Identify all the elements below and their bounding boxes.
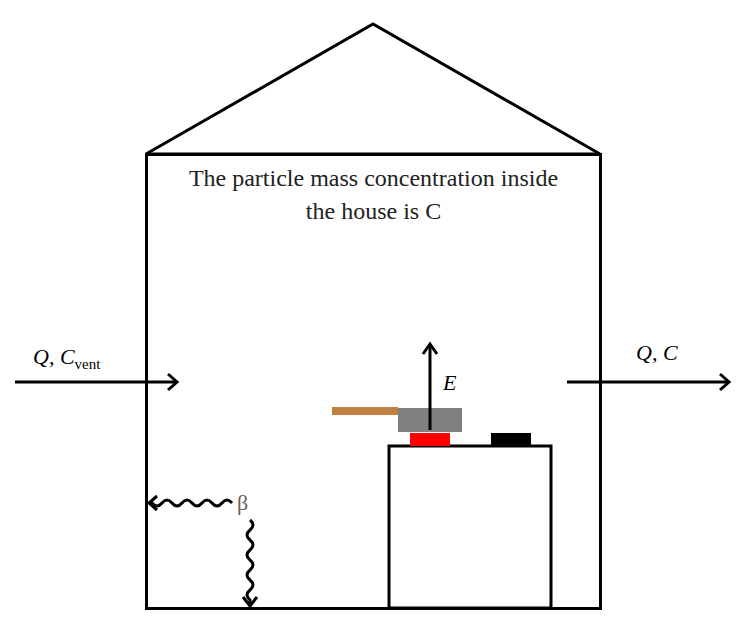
deposition-label: β	[237, 490, 248, 516]
symbol-text: Q, C	[33, 344, 75, 369]
outflow-arrow	[567, 381, 728, 384]
inflow-label: Q, Cvent	[33, 344, 100, 370]
symbol-text: Q, C	[636, 340, 678, 365]
emission-arrow	[429, 346, 432, 430]
symbol-text: β	[237, 490, 248, 515]
inflow-arrow	[15, 381, 176, 384]
symbol-text: E	[443, 370, 456, 395]
roof	[146, 24, 600, 154]
arrowhead	[423, 344, 437, 354]
pan-handle	[332, 407, 398, 415]
arrowhead	[720, 374, 729, 390]
stove	[389, 446, 551, 608]
arrowhead	[149, 496, 157, 510]
emission-label: E	[443, 370, 456, 396]
cold-burner	[491, 433, 531, 446]
outflow-label: Q, C	[636, 340, 678, 366]
house-walls: The particle mass concentration inside t…	[145, 153, 602, 610]
concentration-note: The particle mass concentration inside t…	[174, 162, 574, 228]
floor-deposition-wave	[247, 520, 253, 605]
subscript-text: vent	[75, 356, 101, 372]
arrowhead	[168, 374, 177, 390]
arrowhead	[243, 597, 257, 606]
hot-burner	[410, 433, 450, 446]
wall-deposition-wave	[150, 500, 232, 506]
